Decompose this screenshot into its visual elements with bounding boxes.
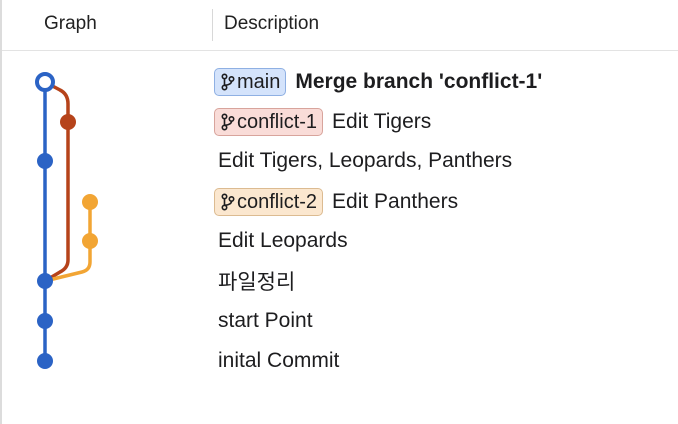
commit-node-edit-leopards [82,233,98,249]
column-separator[interactable] [212,9,213,41]
commit-row[interactable]: conflict-1 Edit Tigers [214,104,431,140]
branch-badge-conflict-2[interactable]: conflict-2 [214,188,324,216]
commit-node-start-point [37,313,53,329]
description-column-header[interactable]: Description [224,13,320,34]
commit-row[interactable]: conflict-2 Edit Panthers [214,184,458,220]
commit-node-edit-panthers [82,194,98,210]
commit-message: Edit Panthers [332,190,459,213]
commit-node-edit-tigers-leopards-panthers [37,153,53,169]
commit-message: 파일정리 [218,271,296,294]
commit-row[interactable]: 파일정리 [214,263,295,299]
column-header: Graph Description [2,0,678,51]
branch-badge-conflict-1[interactable]: conflict-1 [214,108,324,136]
commit-row[interactable]: Edit Leopards [214,223,348,259]
commit-graph [35,72,98,369]
commit-node-initial-commit [37,353,53,369]
commit-node-edit-tigers [60,114,76,130]
commit-message: inital Commit [218,349,340,372]
branch-badge-label: conflict-1 [237,110,318,133]
graph-column-header[interactable]: Graph [44,13,97,34]
commit-row[interactable]: inital Commit [214,343,339,379]
branch-badge-label: main [237,70,281,93]
branch-icon [221,73,235,91]
commit-message: Merge branch 'conflict-1' [295,70,543,93]
branch-icon [221,113,235,131]
commit-message: Edit Tigers [332,110,432,133]
branch-badge-main[interactable]: main [214,68,287,96]
branch-icon [221,193,235,211]
commit-message: Edit Tigers, Leopards, Panthers [218,149,513,172]
commit-message: Edit Leopards [218,229,348,252]
left-border [0,0,2,424]
commit-row[interactable]: start Point [214,303,313,339]
commit-node-merge [35,72,55,92]
commit-message: start Point [218,309,313,332]
commit-row[interactable]: Edit Tigers, Leopards, Panthers [214,143,512,179]
branch-badge-label: conflict-2 [237,190,318,213]
branch-line-conflict-1 [44,80,70,283]
commit-node-file-cleanup [37,273,53,289]
branch-line-conflict-2 [44,202,92,283]
commit-row[interactable]: main Merge branch 'conflict-1' [214,64,542,100]
